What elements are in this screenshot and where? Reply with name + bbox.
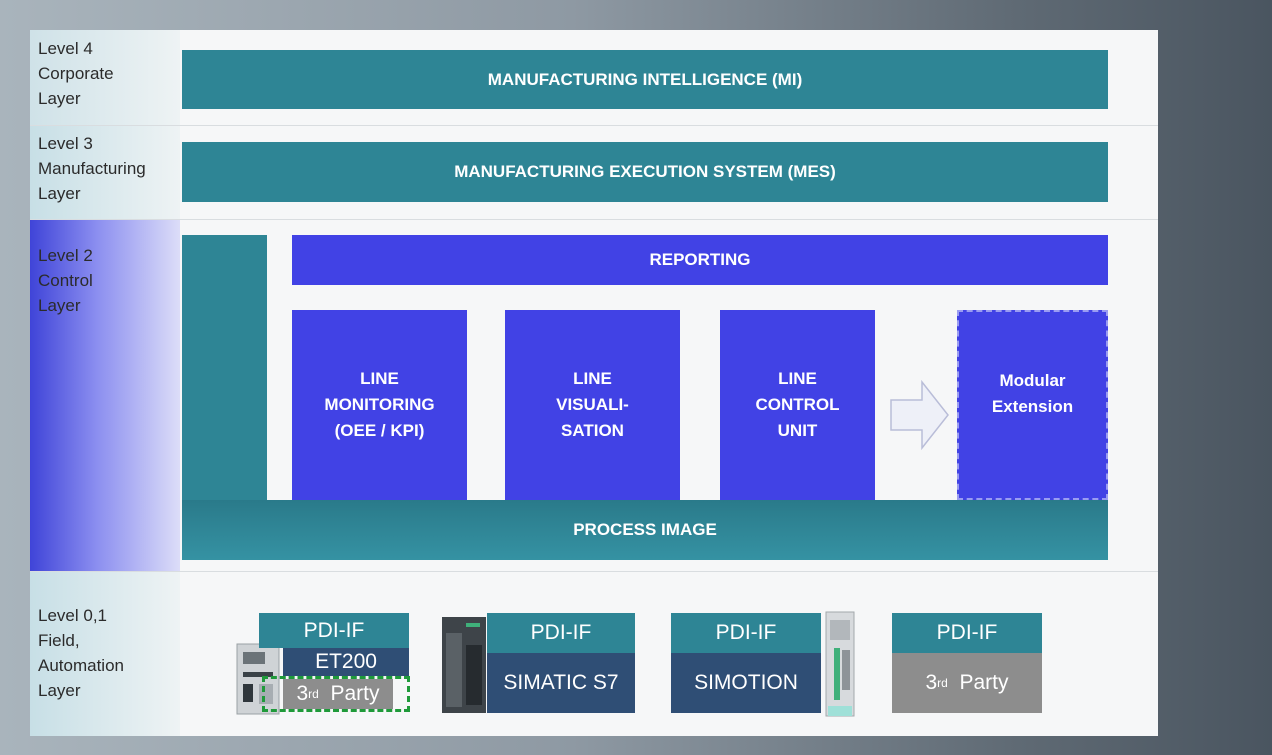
mi-label: MANUFACTURING INTELLIGENCE (MI)	[487, 69, 803, 89]
et200-box: ET200	[283, 648, 409, 676]
third-party-number: 3	[925, 671, 938, 694]
pdi-if-label: PDI-IF	[715, 621, 777, 644]
level-0-1-line-4: Layer	[38, 681, 81, 700]
et200-pdi-if: PDI-IF	[259, 613, 409, 648]
vertical-connector-bar	[182, 235, 267, 505]
third-party-word: Party	[330, 682, 380, 705]
et200-device-icon	[236, 643, 280, 715]
level-4-label: Level 4 Corporate Layer	[30, 30, 180, 125]
mi-bar: MANUFACTURING INTELLIGENCE (MI)	[182, 50, 1108, 109]
module-text: LINE	[573, 369, 612, 388]
third-party-dashed-outline	[262, 676, 410, 712]
module-text: UNIT	[777, 421, 818, 440]
module-text: LINE	[360, 369, 399, 388]
module-text: Extension	[991, 397, 1074, 416]
line-monitoring-module: LINE MONITORING (OEE / KPI)	[292, 310, 467, 500]
divider	[30, 571, 1158, 572]
module-text: (OEE / KPI)	[334, 421, 425, 440]
level-0-1-label: Level 0,1 Field, Automation Layer	[30, 571, 180, 736]
level-3-line-3: Layer	[38, 184, 81, 203]
module-text: Modular	[999, 371, 1066, 390]
level-4-line-2: Corporate	[38, 64, 114, 83]
divider	[30, 219, 1158, 220]
line-visualisation-module: LINE VISUALI- SATION	[505, 310, 680, 500]
divider	[30, 125, 1158, 126]
module-text: CONTROL	[755, 395, 840, 414]
level-2-line-1: Level 2	[38, 246, 93, 265]
third-party-sup: rd	[308, 687, 319, 701]
level-4-line-1: Level 4	[38, 39, 93, 58]
level-3-label: Level 3 Manufacturing Layer	[30, 125, 180, 219]
reporting-bar: REPORTING	[292, 235, 1108, 285]
right-arrow-icon	[890, 380, 949, 450]
level-3-line-2: Manufacturing	[38, 159, 146, 178]
mes-bar: MANUFACTURING EXECUTION SYSTEM (MES)	[182, 142, 1108, 202]
line-control-unit-module: LINE CONTROL UNIT	[720, 310, 875, 500]
level-0-1-line-3: Automation	[38, 656, 124, 675]
simotion-box: SIMOTION	[671, 653, 821, 713]
simatic-pdi-if: PDI-IF	[487, 613, 635, 653]
et200-label: ET200	[315, 650, 377, 673]
third-party-pdi-if: PDI-IF	[892, 613, 1042, 653]
simatic-s7-label: SIMATIC S7	[503, 671, 619, 694]
level-3-line-1: Level 3	[38, 134, 93, 153]
level-2-line-2: Control	[38, 271, 93, 290]
pdi-if-label: PDI-IF	[936, 621, 998, 644]
module-text: LINE	[778, 369, 817, 388]
level-2-label: Level 2 Control Layer	[30, 219, 180, 571]
process-image-bar: PROCESS IMAGE	[182, 500, 1108, 560]
architecture-diagram: Level 4 Corporate Layer Level 3 Manufact…	[30, 30, 1158, 736]
level-0-1-line-2: Field,	[38, 631, 80, 650]
simotion-device-icon	[825, 611, 855, 717]
level-4-line-3: Layer	[38, 89, 81, 108]
process-image-label: PROCESS IMAGE	[573, 520, 717, 539]
level-2-line-3: Layer	[38, 296, 81, 315]
simatic-s7-box: SIMATIC S7	[487, 653, 635, 713]
simatic-s7-device-icon	[442, 617, 486, 713]
module-text: SATION	[561, 421, 624, 440]
third-party-sup: rd	[937, 676, 948, 690]
pdi-if-label: PDI-IF	[530, 621, 592, 644]
level-0-1-line-1: Level 0,1	[38, 606, 107, 625]
module-text: VISUALI-	[556, 395, 629, 414]
modular-extension-module: Modular Extension	[957, 310, 1108, 500]
simotion-label: SIMOTION	[694, 671, 798, 694]
pdi-if-label: PDI-IF	[303, 618, 365, 642]
reporting-label: REPORTING	[649, 250, 751, 269]
third-party-word: Party	[959, 671, 1009, 694]
third-party-number: 3	[296, 682, 309, 705]
module-text: MONITORING	[324, 395, 435, 414]
simotion-pdi-if: PDI-IF	[671, 613, 821, 653]
mes-label: MANUFACTURING EXECUTION SYSTEM (MES)	[454, 162, 836, 181]
